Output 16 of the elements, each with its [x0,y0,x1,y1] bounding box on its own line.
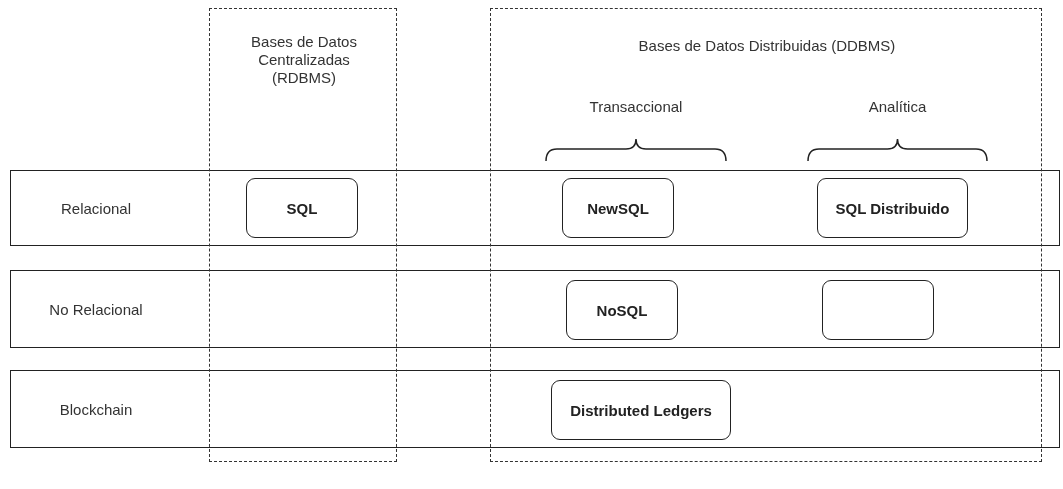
column-heading: Bases de Datos Centralizadas (RDBMS) [250,33,358,87]
group-label: Transaccional [588,98,684,115]
row-heading: Relacional [59,199,132,217]
category-box: SQL Distribuido [817,178,968,238]
row-band [10,170,1060,246]
category-box: NewSQL [562,178,674,238]
category-box: Distributed Ledgers [551,380,731,440]
column-heading: Bases de Datos Distribuidas (DDBMS) [637,37,897,55]
row-heading: No Relacional [48,300,144,318]
category-box: SQL [246,178,358,238]
row-band [10,270,1060,348]
row-heading: Blockchain [58,400,134,418]
group-label: Analítica [867,98,928,115]
category-box: NoSQL [566,280,678,340]
rounded-box [822,280,934,340]
row-band [10,370,1060,448]
